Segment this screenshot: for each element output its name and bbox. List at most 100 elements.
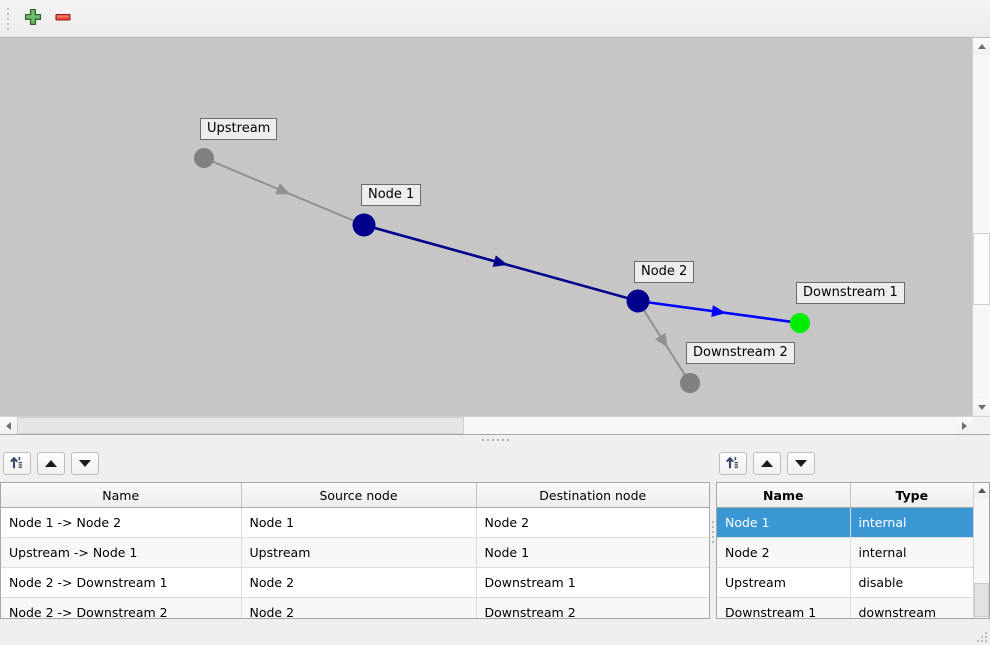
nodes-cell[interactable]: Node 1 <box>717 507 851 538</box>
scroll-right-arrow-icon[interactable] <box>956 417 973 434</box>
nodes-cell[interactable]: Downstream 1 <box>717 597 851 618</box>
add-button[interactable] <box>18 5 48 33</box>
graph-node[interactable] <box>352 213 376 237</box>
graph-node[interactable] <box>680 373 700 393</box>
nodes-cell[interactable]: disable <box>850 567 973 598</box>
window-resize-grip-icon[interactable] <box>977 632 987 642</box>
edges-cell[interactable]: Node 2 <box>241 597 477 618</box>
scroll-up-arrow-icon[interactable] <box>973 38 990 55</box>
horizontal-splitter[interactable] <box>0 434 990 445</box>
scrollbar-corner <box>973 417 990 434</box>
graph-edge-arrowhead <box>655 332 668 348</box>
edges-move-down-button[interactable] <box>71 451 99 475</box>
graph-node-label[interactable]: Node 1 <box>361 184 422 206</box>
graph-edges-layer <box>194 148 810 393</box>
graph-vscroll-track[interactable] <box>973 55 990 399</box>
graph-node-label[interactable]: Downstream 2 <box>686 342 795 364</box>
scroll-left-arrow-icon[interactable] <box>0 417 17 434</box>
nodes-column-header[interactable]: Name <box>717 483 851 508</box>
nodes-move-down-button[interactable] <box>787 451 815 475</box>
nodes-cell[interactable]: downstream <box>850 597 973 618</box>
scroll-down-arrow-icon[interactable] <box>973 399 990 416</box>
nodes-cell[interactable]: Upstream <box>717 567 851 598</box>
edges-cell[interactable]: Downstream 2 <box>476 597 709 618</box>
edges-cell[interactable]: Node 1 -> Node 2 <box>1 507 242 538</box>
triangle-down-icon <box>795 459 807 467</box>
graph-hscroll-track[interactable] <box>17 417 956 434</box>
nodes-column-header[interactable]: Type <box>850 483 973 508</box>
graph-hscroll-thumb[interactable] <box>17 417 464 434</box>
edges-cell[interactable]: Node 2 -> Downstream 2 <box>1 597 242 618</box>
nodes-scrollbar-thumb[interactable] <box>974 583 989 617</box>
nodes-cell[interactable]: internal <box>850 507 973 538</box>
status-bar <box>0 619 990 645</box>
nodes-cell[interactable]: internal <box>850 537 973 568</box>
vertical-splitter[interactable] <box>710 445 716 619</box>
edges-column-header[interactable]: Name <box>1 483 242 508</box>
splitter-grip-icon <box>481 439 509 441</box>
nodes-scroll-up-arrow-icon[interactable] <box>974 483 989 498</box>
nodes-move-up-button[interactable] <box>753 451 781 475</box>
sort-ascending-icon <box>725 454 741 473</box>
graph-node[interactable] <box>194 148 214 168</box>
vertical-splitter-grip-icon <box>712 521 714 543</box>
triangle-up-icon <box>761 459 773 467</box>
graph-node[interactable] <box>790 313 810 333</box>
triangle-down-icon <box>79 459 91 467</box>
toolbar-drag-handle[interactable] <box>3 6 12 32</box>
edges-panel-toolbar <box>0 445 710 482</box>
edges-cell[interactable]: Downstream 1 <box>476 567 709 598</box>
graph-node-label[interactable]: Upstream <box>200 118 278 140</box>
sort-ascending-icon <box>9 454 25 473</box>
triangle-up-icon <box>45 459 57 467</box>
main-toolbar <box>0 0 990 38</box>
edges-cell[interactable]: Upstream <box>241 537 477 568</box>
graph-edge-arrowhead <box>492 255 508 267</box>
graph-node-label[interactable]: Downstream 1 <box>796 282 905 304</box>
edges-column-header[interactable]: Source node <box>241 483 477 508</box>
edges-cell[interactable]: Node 1 <box>476 537 709 568</box>
graph-horizontal-scrollbar[interactable] <box>0 416 990 434</box>
graph-node[interactable] <box>626 289 650 313</box>
edges-column-header[interactable]: Destination node <box>476 483 709 508</box>
graph-edge-arrowhead <box>275 183 291 195</box>
edges-sort-button[interactable] <box>3 451 31 475</box>
nodes-sort-button[interactable] <box>719 451 747 475</box>
remove-button[interactable] <box>48 5 78 33</box>
edges-cell[interactable]: Node 2 <box>476 507 709 538</box>
edges-cell[interactable]: Node 2 -> Downstream 1 <box>1 567 242 598</box>
nodes-table-scrollbar[interactable] <box>973 483 989 618</box>
nodes-scrollbar-track[interactable] <box>974 498 989 617</box>
minus-icon <box>53 7 73 30</box>
edges-cell[interactable]: Node 2 <box>241 567 477 598</box>
graph-vertical-scrollbar[interactable] <box>972 38 990 416</box>
nodes-cell[interactable]: Node 2 <box>717 537 851 568</box>
graph-node-label[interactable]: Node 2 <box>634 261 695 283</box>
edges-move-up-button[interactable] <box>37 451 65 475</box>
edges-cell[interactable]: Node 1 <box>241 507 477 538</box>
edges-cell[interactable]: Upstream -> Node 1 <box>1 537 242 568</box>
nodes-panel-toolbar <box>716 445 990 482</box>
graph-vscroll-thumb[interactable] <box>973 233 990 305</box>
